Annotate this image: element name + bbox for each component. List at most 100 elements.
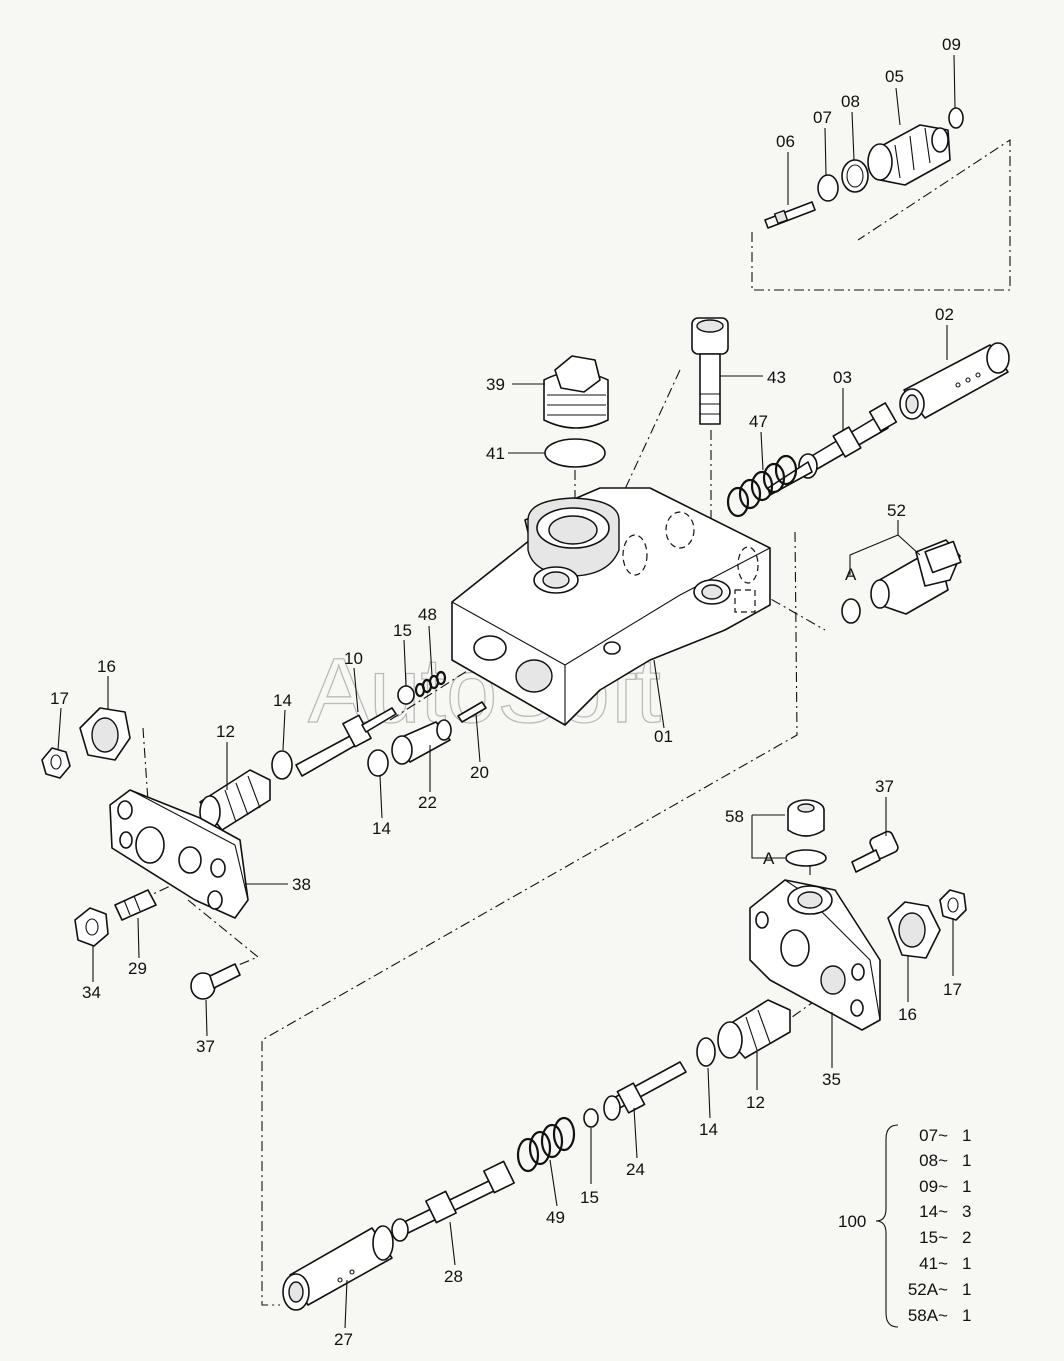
kit-item-qty: 1 [962, 1306, 971, 1325]
spring-48 [414, 670, 447, 698]
nut-34 [74, 907, 109, 947]
poppet-10 [295, 707, 397, 777]
set-screw-29 [114, 889, 157, 921]
kit-item: 09~ 1 [919, 1177, 971, 1196]
plug-39 [543, 355, 609, 429]
label-02: 02 [935, 305, 954, 324]
plug-05 [867, 124, 951, 186]
bolt-37-left [190, 963, 241, 1000]
label-34: 34 [82, 983, 101, 1002]
o-ring-52a [841, 598, 861, 624]
kit-item: 15~ 2 [919, 1228, 971, 1247]
label-27: 27 [334, 1330, 353, 1349]
kit-item-part: 52A~ [908, 1280, 948, 1299]
bolt-43 [691, 317, 729, 425]
label-17-right: 17 [943, 980, 962, 999]
nut-16-left [79, 707, 131, 761]
kit-list: 100 07~ 1 08~ 1 09~ 1 14~ 3 15~ 2 41~ 1 … [838, 1126, 971, 1325]
plug-58 [787, 799, 825, 837]
label-29: 29 [128, 959, 147, 978]
spring-20 [457, 701, 487, 723]
label-A-bottom: A [763, 849, 775, 868]
pin-06 [764, 201, 816, 229]
label-05: 05 [885, 67, 904, 86]
label-52: 52 [887, 501, 906, 520]
kit-item-qty: 1 [962, 1177, 971, 1196]
label-16-right: 16 [898, 1005, 917, 1024]
o-ring-58a [785, 849, 827, 867]
o-ring-14-left [271, 750, 293, 780]
kit-number: 100 [838, 1212, 866, 1231]
fitting-12-right [717, 999, 791, 1059]
o-ring-14-right [696, 1037, 716, 1067]
label-28: 28 [444, 1267, 463, 1286]
label-20: 20 [470, 763, 489, 782]
kit-item-qty: 1 [962, 1126, 971, 1145]
label-41: 41 [486, 444, 505, 463]
label-03: 03 [833, 368, 852, 387]
label-37-right: 37 [875, 777, 894, 796]
plug-22 [391, 719, 452, 765]
kit-brace [875, 1124, 899, 1328]
nut-16-right [887, 901, 941, 959]
kit-item-part: 07~ [919, 1126, 948, 1145]
kit-item-part: 15~ [919, 1228, 948, 1247]
kit-item-qty: 1 [962, 1151, 971, 1170]
kit-item-qty: 1 [962, 1280, 971, 1299]
sleeve-27 [282, 1225, 394, 1311]
spool-28 [391, 1160, 515, 1242]
label-14-left: 14 [273, 691, 292, 710]
label-39: 39 [486, 375, 505, 394]
label-37-left: 37 [196, 1037, 215, 1056]
label-A-top: A [845, 565, 857, 584]
ring-09 [948, 107, 964, 129]
label-17-left: 17 [50, 689, 69, 708]
sensor-52 [870, 539, 962, 615]
spool-03 [767, 402, 898, 496]
label-06: 06 [776, 132, 795, 151]
kit-item: 14~ 3 [919, 1202, 971, 1221]
kit-item: 08~ 1 [919, 1151, 971, 1170]
nut-17-left [41, 747, 71, 779]
ring-08 [841, 159, 869, 193]
kit-item: 52A~ 1 [908, 1280, 972, 1299]
label-15-bottom: 15 [580, 1188, 599, 1207]
flange-38 [109, 789, 249, 919]
label-22: 22 [418, 793, 437, 812]
o-ring-14-mid [367, 749, 389, 777]
label-43: 43 [767, 368, 786, 387]
o-ring-41 [544, 438, 606, 468]
kit-item-part: 08~ [919, 1151, 948, 1170]
label-24: 24 [626, 1160, 645, 1179]
label-49: 49 [546, 1208, 565, 1227]
label-10: 10 [344, 649, 363, 668]
kit-item-qty: 3 [962, 1202, 971, 1221]
kit-item: 41~ 1 [919, 1254, 971, 1273]
flange-35 [749, 879, 881, 1031]
label-58: 58 [725, 807, 744, 826]
nut-17-right [939, 889, 967, 921]
fitting-12-left [199, 769, 271, 831]
kit-item: 07~ 1 [919, 1126, 971, 1145]
part-labels: 09 05 08 07 06 02 03 43 47 39 41 52 A 48… [50, 35, 962, 1349]
kit-item-part: 09~ [919, 1177, 948, 1196]
label-07: 07 [813, 108, 832, 127]
kit-item-part: 14~ [919, 1202, 948, 1221]
kit-item-part: 41~ [919, 1254, 948, 1273]
kit-item-part: 58A~ [908, 1306, 948, 1325]
kit-item: 58A~ 1 [908, 1306, 972, 1325]
label-14-mid: 14 [372, 819, 391, 838]
spring-49 [516, 1116, 576, 1173]
label-12-right: 12 [746, 1093, 765, 1112]
leader-lines [57, 54, 956, 1329]
label-15-top: 15 [393, 621, 412, 640]
label-14-right: 14 [699, 1120, 718, 1139]
o-ring-15-bottom [583, 1108, 599, 1128]
label-16-left: 16 [97, 657, 116, 676]
label-38: 38 [292, 875, 311, 894]
label-01: 01 [654, 727, 673, 746]
bolt-37-right [851, 830, 899, 873]
valve-body-01 [451, 487, 771, 726]
